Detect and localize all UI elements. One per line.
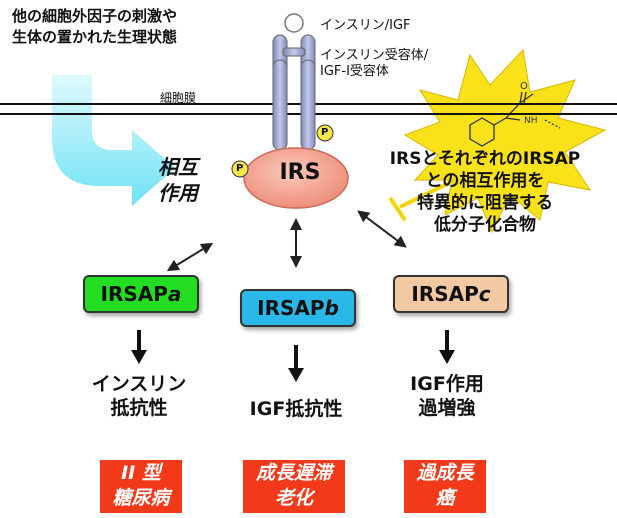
irs-label: IRS [279,160,321,185]
inhibitor-line-3: 特異的に阻害する [417,193,553,213]
molecule-o-label: O [520,81,528,92]
down-arrow-c [439,330,455,364]
disease-b-line-1: 成長遅滞 [255,462,332,484]
effect-a-line-1: インスリン [91,373,187,395]
disease-c-box: 過成長 癌 [404,460,486,513]
arrow-irs-irsap-c [357,210,407,248]
effect-c: IGF作用 過増強 [382,372,512,420]
stimulus-arrow [52,75,175,206]
effect-c-line-1: IGF作用 [410,373,484,395]
disease-b-line-2: 老化 [274,487,313,509]
irsap-c-suffix: c [478,282,491,306]
disease-a-box: II 型 糖尿病 [100,460,182,513]
irsap-a-box: IRSAPa [83,275,199,313]
inhibitor-line-2: との相互作用を [425,171,545,191]
receptor-beta-right [300,59,316,151]
down-arrow-b [288,345,304,382]
irs-ellipse [243,147,349,209]
interaction-line-2: 作用 [158,181,198,205]
interaction-line-1: 相互 [158,155,198,179]
membrane-label: 細胞膜 [160,91,197,105]
inhibitor-starburst [403,48,607,234]
disease-b-box: 成長遅滞 老化 [243,460,345,513]
receptor-label: インスリン受容体/ IGF-I受容体 [320,48,428,80]
irsap-b-box: IRSAPb [240,289,356,327]
irsap-c-prefix: IRSAP [411,282,479,306]
phospho-dot-irs [231,160,249,178]
effect-b-line-1: IGF抵抗性 [249,398,343,420]
irsap-b-suffix: b [324,296,339,320]
phospho-label-irs: P [236,163,244,174]
molecule-structure [469,91,561,147]
inhibitor-label: IRSとそれぞれのIRSAP との相互作用を 特異的に阻害する 低分子化合物 [360,148,610,236]
effect-b: IGF抵抗性 [226,397,366,421]
receptor-beta-left [272,59,288,151]
disease-c-line-1: 過成長 [416,462,474,484]
arrow-irs-irsap-a [166,242,214,272]
effect-a: インスリン 抵抗性 [74,372,204,420]
receptor-link [282,47,306,57]
irsap-a-prefix: IRSAP [100,282,168,306]
inhibition-line [399,178,456,209]
down-arrow-a [131,330,147,364]
disease-c-line-2: 癌 [435,487,455,509]
inhibitor-line-1: IRSとそれぞれのIRSAP [389,149,581,169]
ligand-label: インスリン/IGF [320,18,411,33]
irsap-b-prefix: IRSAP [257,296,325,320]
disease-a-line-2: 糖尿病 [112,487,170,509]
phospho-dot-receptor [316,124,334,142]
molecule-nh-label: NH [524,116,538,126]
stimulus-line-1: 他の細胞外因子の刺激や [12,7,178,25]
interaction-label: 相互 作用 [158,154,198,206]
inhibitor-line-4: 低分子化合物 [434,215,536,235]
stimulus-label: 他の細胞外因子の刺激や 生体の置かれた生理状態 [12,6,252,48]
irsap-c-box: IRSAPc [393,275,509,313]
irsap-a-suffix: a [167,282,182,306]
ligand-circle [284,13,304,33]
receptor-label-line-1: インスリン受容体/ [320,48,429,63]
effect-c-line-2: 過増強 [418,397,476,419]
disease-a-line-1: II 型 [121,462,161,484]
stimulus-line-2: 生体の置かれた生理状態 [12,28,178,46]
receptor-label-line-2: IGF-I受容体 [320,64,389,79]
effect-a-line-2: 抵抗性 [110,397,168,419]
phospho-label-receptor: P [321,127,329,138]
